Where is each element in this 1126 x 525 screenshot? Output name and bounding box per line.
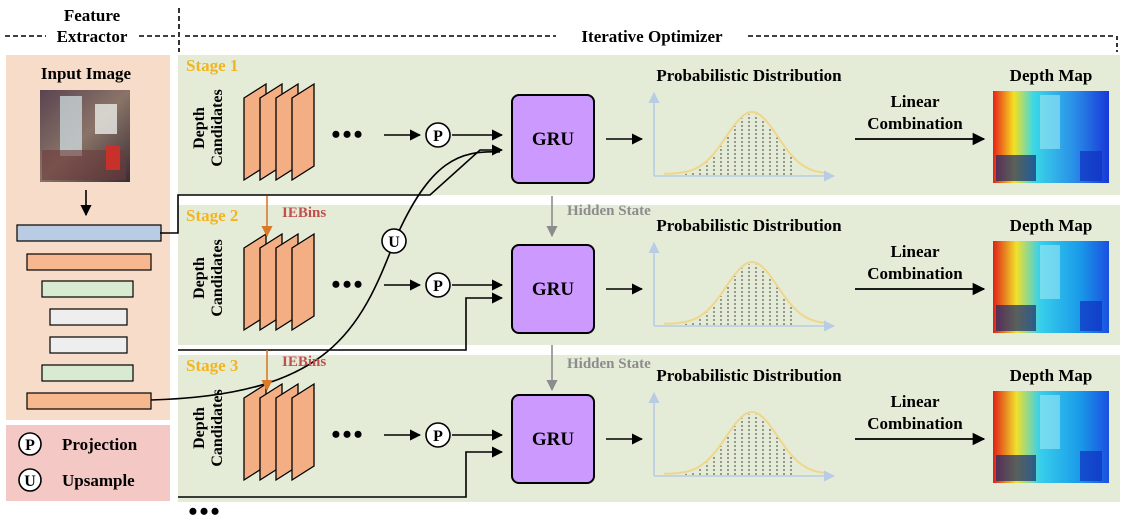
linear-combination-line2: Combination — [867, 114, 963, 133]
projection-legend-symbol: P — [25, 437, 35, 454]
depth-map-image — [993, 241, 1109, 333]
projection-node-symbol: P — [433, 278, 443, 295]
feature-layer-7 — [26, 392, 152, 410]
cross-stage-connections: U IEBins IEBins Hidden State Hidden Stat… — [150, 144, 651, 498]
stage2-feature-feed — [178, 292, 504, 351]
depth-candidates-line1: Depth — [191, 257, 208, 299]
depth-map-title: Depth Map — [1010, 216, 1093, 235]
stage-title: Stage 2 — [186, 206, 238, 225]
stage-background — [178, 355, 1120, 502]
distribution-plot — [648, 241, 836, 332]
depth-candidates-line1: Depth — [191, 107, 208, 149]
candidates-ellipsis: ••• — [331, 420, 364, 449]
projection-node-symbol: P — [433, 128, 443, 145]
upsample-legend-icon — [18, 468, 42, 492]
linear-combination-line2: Combination — [867, 414, 963, 433]
stage-background — [178, 55, 1120, 195]
iebins-label-1: IEBins — [282, 205, 326, 221]
feature-layer-4 — [49, 308, 128, 326]
depth-map-title: Depth Map — [1010, 66, 1093, 85]
distribution-title: Probabilistic Distribution — [656, 366, 842, 385]
more-stages-ellipsis: ••• — [188, 497, 221, 525]
depth-candidate-plane — [291, 232, 315, 332]
stage1-feature-feed — [160, 144, 504, 234]
gaussian-curve — [664, 410, 825, 475]
projection-legend-label: Projection — [62, 435, 138, 454]
depth-map-image — [993, 391, 1109, 483]
upsample-legend-label: Upsample — [62, 471, 135, 490]
linear-combination-line1: Linear — [890, 242, 940, 261]
linear-combination-line2: Combination — [867, 264, 963, 283]
projection-node-symbol: P — [433, 428, 443, 445]
gru-block — [511, 394, 595, 484]
depth-candidate-plane — [291, 82, 315, 182]
header: Feature Extractor Iterative Optimizer — [5, 6, 1118, 52]
depth-map-image — [993, 91, 1109, 183]
upsample-node — [381, 228, 407, 254]
legend: P Projection U Upsample — [6, 425, 170, 501]
depth-candidates-line1: Depth — [191, 407, 208, 449]
projection-node — [425, 272, 451, 298]
distribution-plot — [648, 91, 836, 182]
gru-label: GRU — [532, 279, 575, 300]
feature-layer-6 — [41, 364, 134, 382]
input-image-label: Input Image — [41, 64, 132, 83]
feature-extractor-title-line2: Extractor — [57, 27, 128, 46]
iterative-optimizer-title: Iterative Optimizer — [581, 27, 723, 46]
gru-block — [511, 244, 595, 334]
hidden-state-label-2: Hidden State — [567, 356, 651, 372]
feature-extractor-title-line1: Feature — [64, 6, 121, 25]
projection-node — [425, 122, 451, 148]
candidates-ellipsis: ••• — [331, 120, 364, 149]
depth-candidates-line2: Candidates — [209, 239, 226, 316]
stage3-feature-feed — [178, 446, 504, 498]
encoder-layers — [16, 224, 162, 410]
hidden-state-label-1: Hidden State — [567, 203, 651, 219]
gru-block — [511, 94, 595, 184]
feature-layer-2 — [26, 253, 152, 271]
depth-candidates-line2: Candidates — [209, 389, 226, 466]
depth-map-title: Depth Map — [1010, 366, 1093, 385]
depth-candidate-plane — [291, 382, 315, 482]
upsample-legend-symbol: U — [24, 473, 36, 490]
gaussian-curve — [664, 110, 825, 175]
feature-layer-5 — [49, 336, 128, 354]
gru-label: GRU — [532, 429, 575, 450]
feature-extractor-panel: Input Image — [6, 55, 170, 420]
stage-title: Stage 1 — [186, 56, 238, 75]
gru-label: GRU — [532, 129, 575, 150]
stage-title: Stage 3 — [186, 356, 238, 375]
linear-combination-line1: Linear — [890, 92, 940, 111]
input-image — [40, 90, 130, 182]
distribution-plot — [648, 391, 836, 482]
depth-candidates-line2: Candidates — [209, 89, 226, 166]
stage-background — [178, 205, 1120, 345]
candidates-ellipsis: ••• — [331, 270, 364, 299]
projection-node — [425, 422, 451, 448]
distribution-title: Probabilistic Distribution — [656, 216, 842, 235]
projection-legend-icon — [18, 432, 42, 456]
feature-layer-3 — [41, 280, 134, 298]
feature-layer-1 — [16, 224, 162, 242]
gaussian-curve — [664, 260, 825, 325]
distribution-title: Probabilistic Distribution — [656, 66, 842, 85]
upsample-node-symbol: U — [388, 234, 400, 251]
linear-combination-line1: Linear — [890, 392, 940, 411]
iebins-label-2: IEBins — [282, 354, 326, 370]
